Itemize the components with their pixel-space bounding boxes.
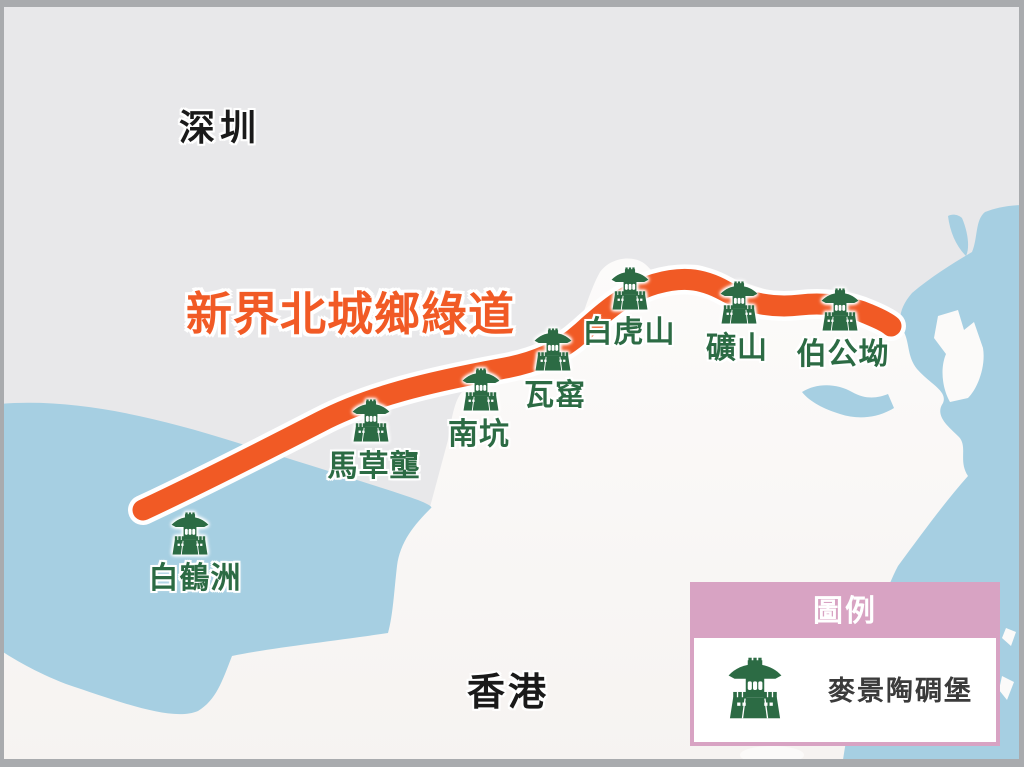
place-label-ma-tso-lung: 馬草壟 xyxy=(327,450,421,483)
region-label-shenzhen: 深圳 xyxy=(179,107,262,148)
fort-marker-kwong-shan xyxy=(716,281,762,324)
island xyxy=(999,676,1014,700)
fort-marker-nga-yiu xyxy=(530,328,576,371)
fort-marker-ma-tso-lung xyxy=(348,399,394,442)
place-label-pak-fu-shan: 白虎山 xyxy=(582,316,676,349)
legend-title: 圖例 xyxy=(694,586,996,638)
fort-marker-pak-hok-chau xyxy=(167,512,213,555)
fort-marker-pak-fu-shan xyxy=(607,267,653,310)
route-path xyxy=(132,268,902,521)
sha-tau-kok-water xyxy=(802,385,894,418)
place-label-nga-yiu: 瓦窰 xyxy=(524,379,586,412)
deep-bay-water xyxy=(0,402,432,715)
peninsula xyxy=(934,310,984,402)
region-label-hongkong: 香港 xyxy=(467,672,550,714)
macintosh-fort-icon xyxy=(722,657,788,719)
water-finger xyxy=(948,214,969,256)
place-label-nam-hang: 南坑 xyxy=(448,418,510,451)
place-label-kwong-shan: 礦山 xyxy=(706,332,768,365)
place-label-pak-kung-au: 伯公坳 xyxy=(796,338,890,371)
route-title: 新界北城鄉綠道 xyxy=(186,288,515,340)
legend: 圖例 麥景陶碉堡 xyxy=(690,582,1000,746)
fort-marker-nam-hang xyxy=(458,368,504,411)
island xyxy=(1002,628,1016,646)
island xyxy=(740,746,804,764)
fort-marker-pak-kung-au xyxy=(817,288,863,331)
legend-item-label: 麥景陶碉堡 xyxy=(828,675,973,706)
place-label-pak-hok-chau: 白鶴洲 xyxy=(148,562,242,595)
legend-item: 麥景陶碉堡 xyxy=(694,638,996,738)
